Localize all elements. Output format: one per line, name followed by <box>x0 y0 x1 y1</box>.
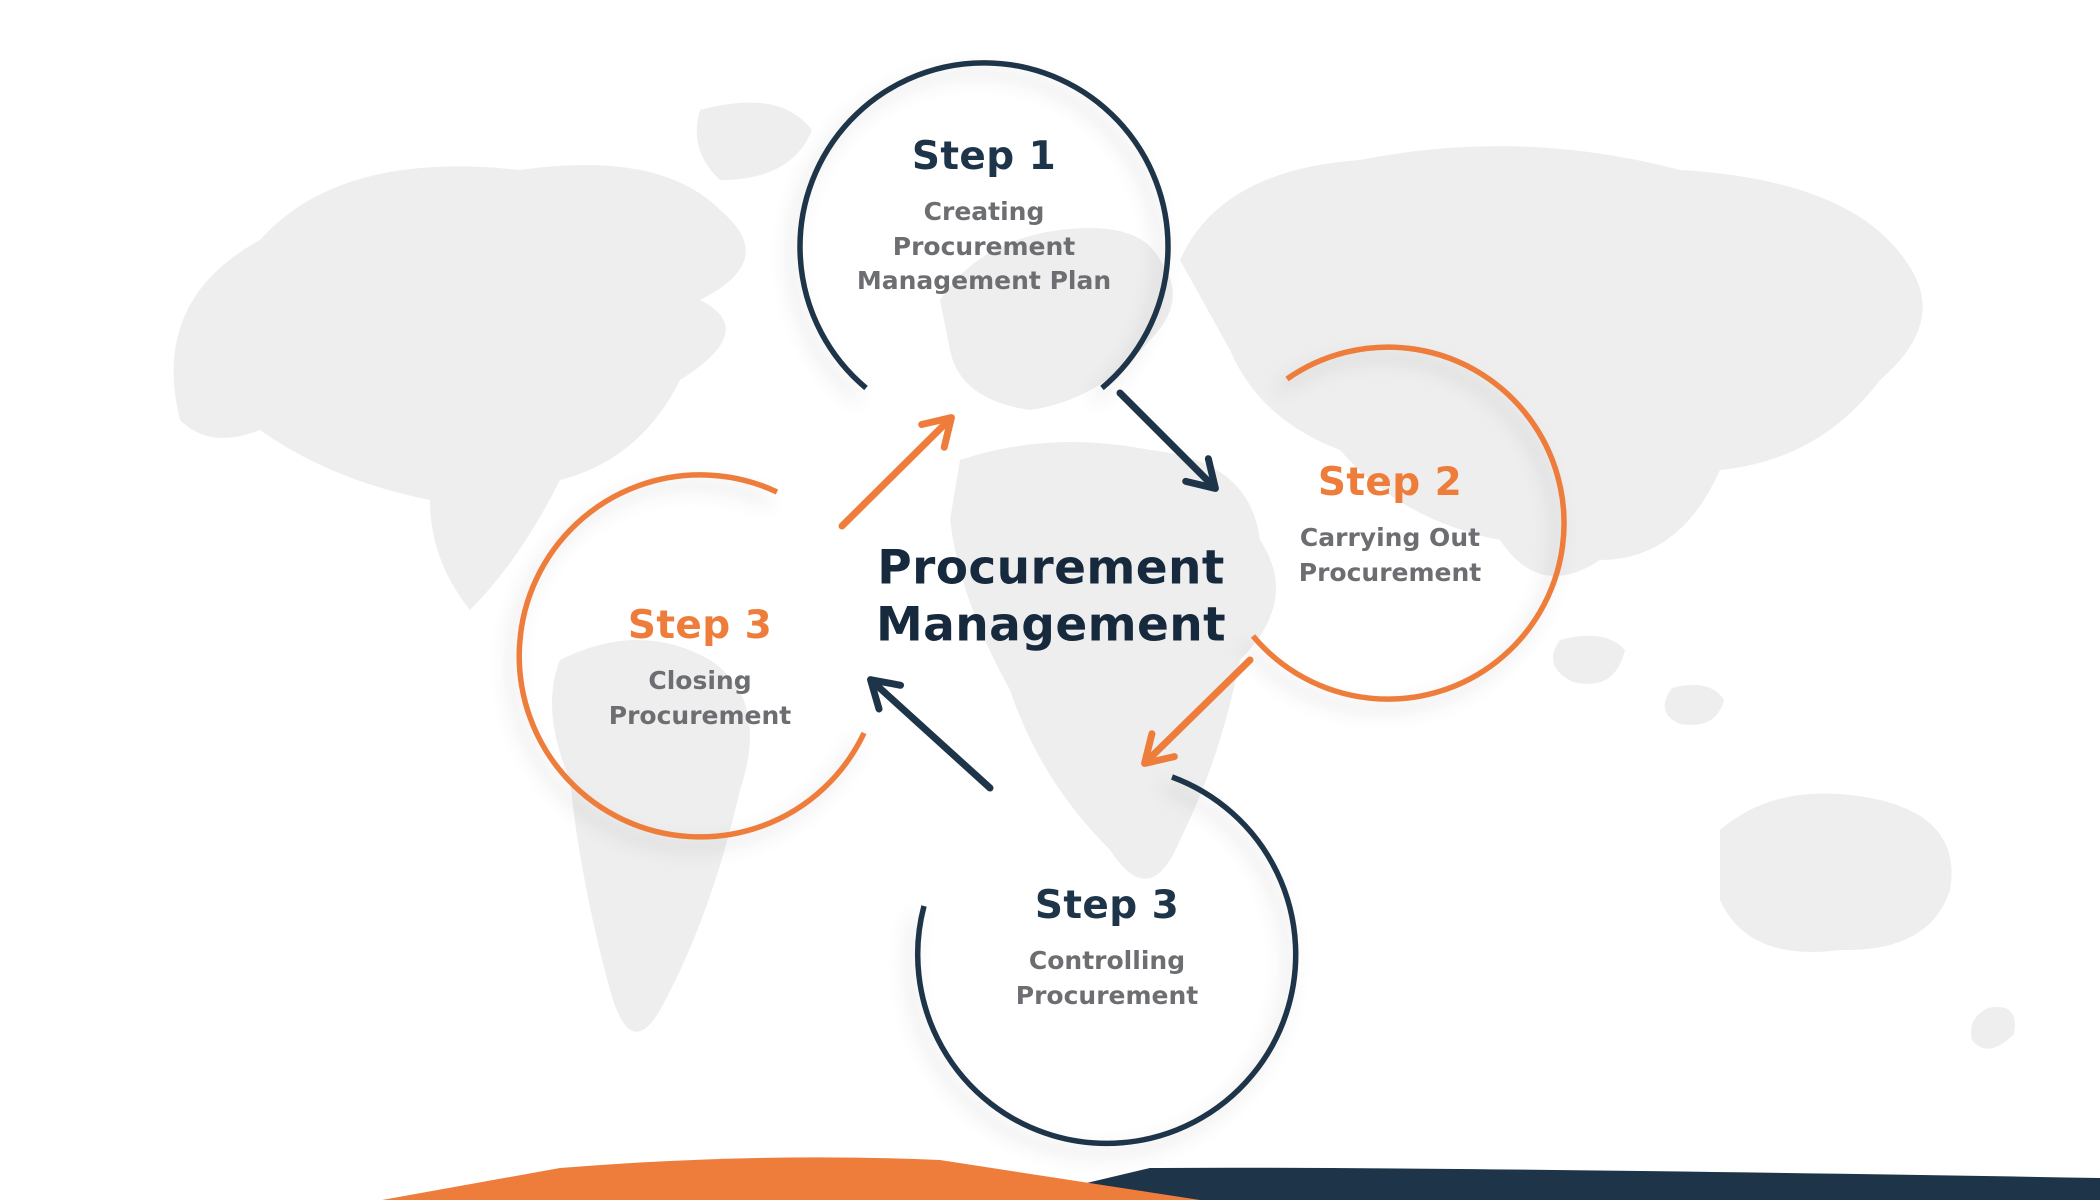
step3-bottom-label-block: Step 3 Controlling Procurement <box>877 883 1337 1013</box>
bottom-ribbon-orange <box>382 1157 1200 1200</box>
bottom-ribbons <box>382 1157 2100 1200</box>
step3-left-description: Closing Procurement <box>608 666 792 730</box>
arrow-step4-to-step1 <box>838 414 955 530</box>
step2-label-block: Step 2 Carrying Out Procurement <box>1160 460 1620 590</box>
bottom-ribbon-navy <box>1015 1167 2100 1200</box>
step2-circle <box>1250 344 1567 702</box>
arrow-step2-to-step3 <box>1141 656 1254 767</box>
step-circles <box>516 60 1567 1147</box>
step1-label-block: Step 1 Creating Procurement Management P… <box>754 134 1214 299</box>
center-title: Procurement Management <box>876 540 1226 653</box>
step1-description: Creating Procurement Management Plan <box>856 196 1112 295</box>
step3-left-circle <box>516 472 867 840</box>
arrow-step3-to-step4 <box>867 676 994 792</box>
step3-bottom-title: Step 3 <box>1034 883 1180 928</box>
step3-left-label-block: Step 3 Closing Procurement <box>470 603 930 733</box>
step3-bottom-circle <box>914 774 1299 1147</box>
step2-title: Step 2 <box>1317 460 1463 505</box>
step3-bottom-description: Controlling Procurement <box>1015 946 1199 1010</box>
step1-title: Step 1 <box>911 133 1057 179</box>
flow-arrows <box>838 389 1254 792</box>
arrow-step1-to-step2 <box>1116 389 1219 492</box>
step2-description: Carrying Out Procurement <box>1298 523 1482 587</box>
step3-left-title: Step 3 <box>627 603 773 648</box>
step1-circle <box>797 60 1171 391</box>
world-map-background <box>173 102 2015 1049</box>
